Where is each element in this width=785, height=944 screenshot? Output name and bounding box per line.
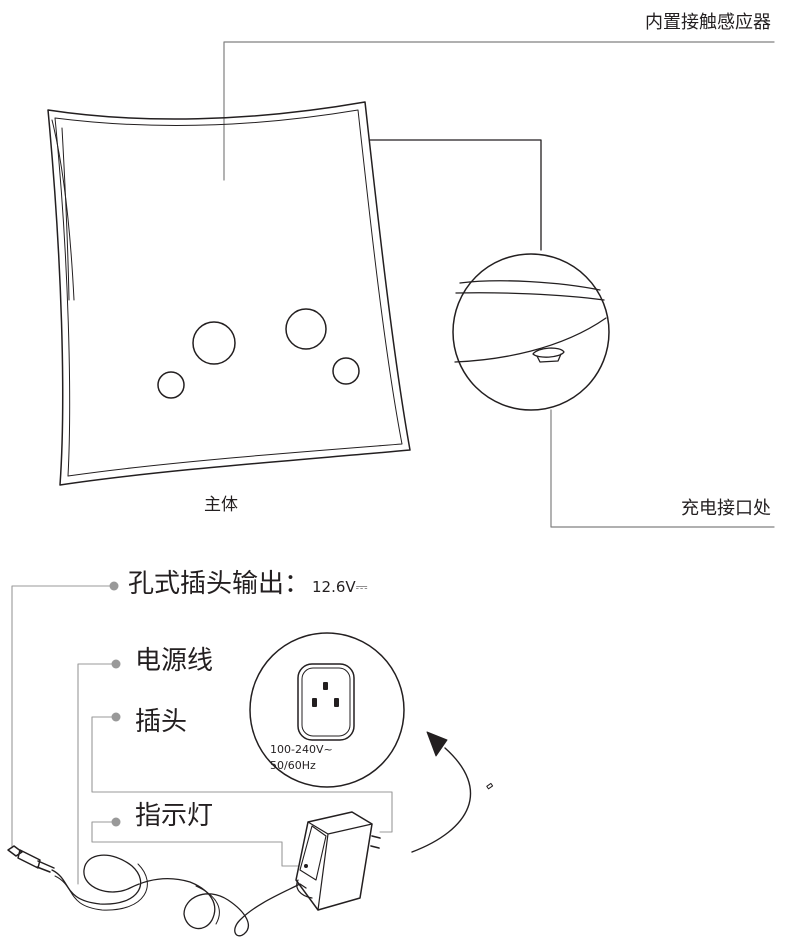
port-zoom-circle <box>452 253 610 411</box>
dc-barrel-plug-icon <box>7 845 55 873</box>
plug-output-label: 孔式插头输出：12.6V⎓ <box>128 571 368 597</box>
indicator-label: 指示灯 <box>135 801 214 831</box>
plug-output-text: 孔式插头输出： <box>128 569 311 599</box>
socket-outlet-icon <box>249 632 405 788</box>
charging-port-leader <box>550 409 775 528</box>
power-cord <box>51 854 307 937</box>
pillow-outline <box>47 101 411 486</box>
charging-port-label: 充电接口处 <box>681 498 771 519</box>
leader-dots <box>109 581 121 827</box>
power-cord-inner <box>54 863 220 925</box>
main-body-label: 主体 <box>204 495 238 515</box>
plug-label: 插头 <box>135 707 188 737</box>
power-adapter-icon <box>295 811 381 911</box>
socket-voltage-label: 100-240V~ <box>270 743 333 756</box>
builtin-sensor-label: 内置接触感应器 <box>645 12 771 33</box>
socket-frequency-label: 50/60Hz <box>270 759 316 772</box>
adapter-leader-lines <box>11 585 393 885</box>
port-leader-line <box>369 139 542 251</box>
plug-output-voltage: 12.6V⎓ <box>312 578 368 596</box>
sensor-leader-line <box>223 41 775 181</box>
small-marker <box>486 782 494 790</box>
curved-arrow-icon <box>411 731 472 853</box>
power-cord-label: 电源线 <box>135 646 214 676</box>
